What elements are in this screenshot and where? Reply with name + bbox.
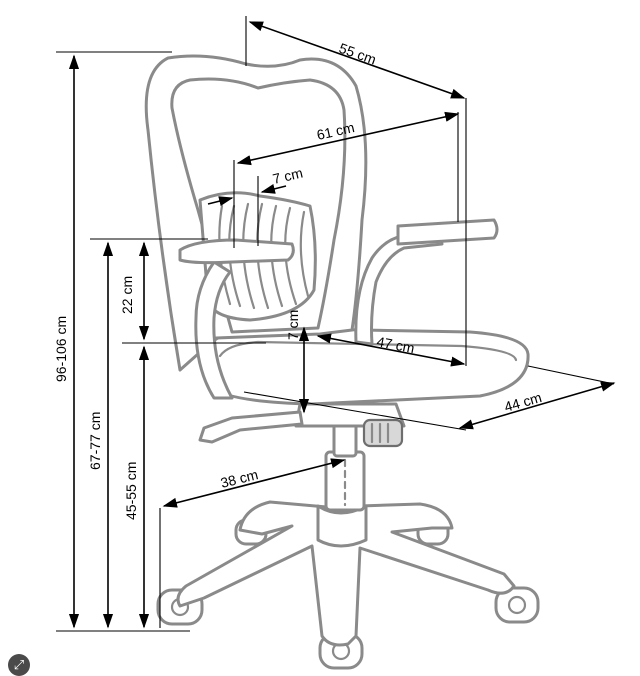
label-arm-to-seat: 22 cm [119, 276, 135, 314]
label-arm-height: 67-77 cm [87, 412, 103, 470]
dim-seat-depth [316, 333, 466, 367]
label-seat-depth: 47 cm [375, 333, 415, 356]
armrest-pad-left [178, 238, 295, 265]
dim-width-top [248, 21, 466, 99]
label-seat-height: 45-55 cm [123, 462, 139, 520]
armrest-right [354, 232, 444, 346]
armrest-pad-right [396, 218, 499, 246]
label-seat-thickness: 7 cm [285, 310, 301, 340]
caster-right [494, 586, 540, 624]
tension-knob [362, 418, 404, 448]
star-base [176, 500, 516, 647]
expand-button[interactable]: ⤢ [8, 654, 30, 676]
base-hub [316, 504, 368, 548]
dimension-lines [68, 21, 616, 629]
armrest-left [194, 260, 234, 400]
dim-base-radius [162, 458, 346, 508]
height-lever [198, 410, 304, 444]
expand-icon: ⤢ [13, 657, 25, 672]
label-seat-width: 44 cm [502, 389, 543, 415]
label-lumbar: 7 cm [271, 165, 304, 187]
dim-lumbar [207, 196, 234, 207]
label-width-top: 55 cm [337, 40, 378, 68]
chair-illustration [144, 54, 540, 670]
label-total-height: 96-106 cm [53, 316, 69, 382]
extension-lines [56, 16, 615, 632]
dim-seat-width [458, 381, 616, 430]
dim-backrest-width [236, 111, 460, 166]
